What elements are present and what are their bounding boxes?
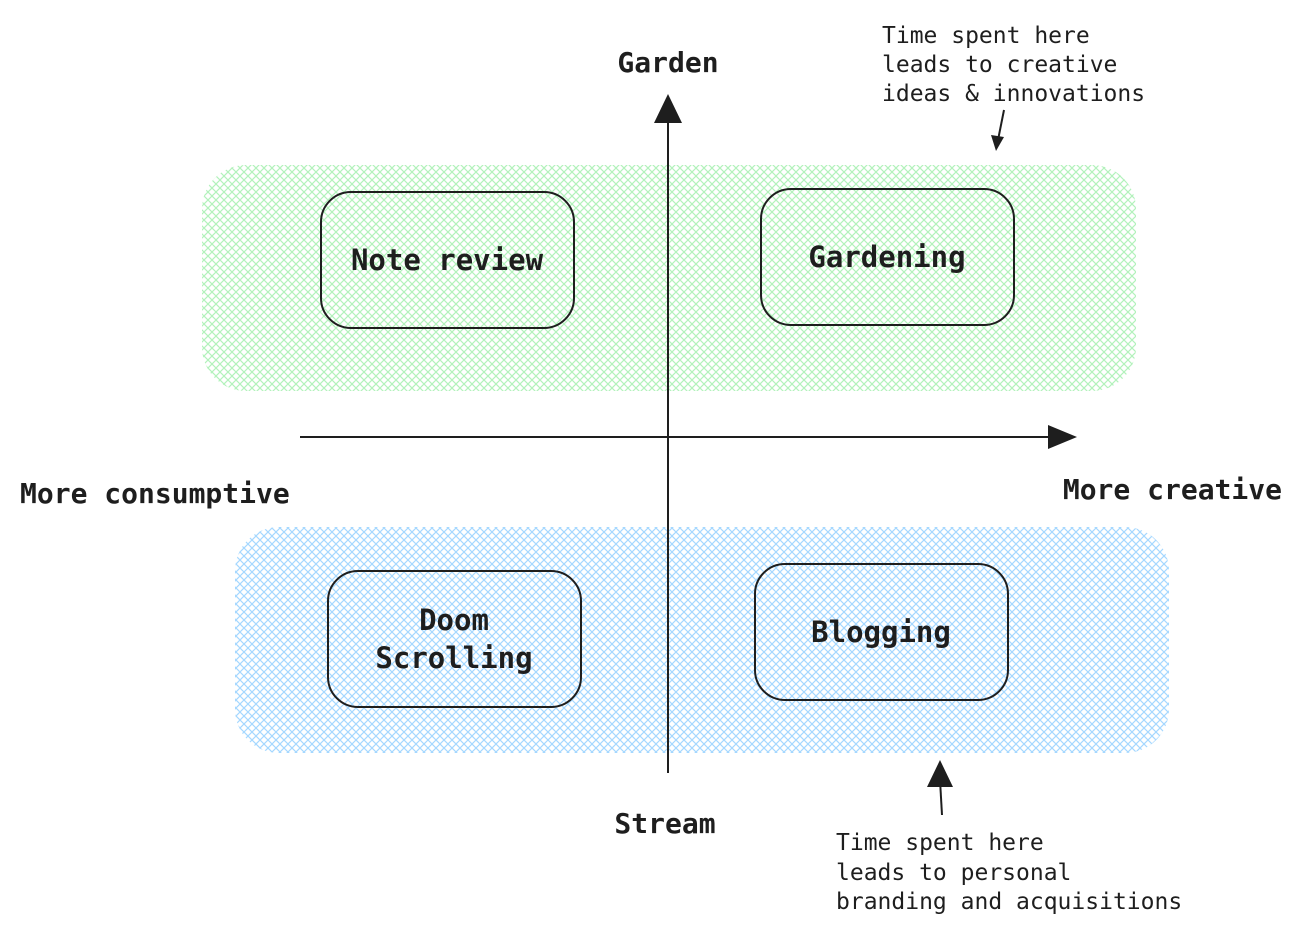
- box-label-gardening: Gardening: [808, 240, 965, 274]
- box-note-review: Note review: [320, 191, 575, 329]
- axis-label-more-creative: More creative: [1063, 473, 1282, 506]
- annotation-top-arrow-line: [997, 109, 1005, 141]
- box-label-scrolling: Scrolling: [375, 641, 532, 675]
- axis-label-stream: Stream: [614, 807, 715, 840]
- annotation-bottom-line3: branding and acquisitions: [836, 889, 1182, 915]
- box-blogging: Blogging: [754, 563, 1009, 701]
- axis-label-more-consumptive: More consumptive: [20, 477, 290, 510]
- horizontal-axis-arrowhead: [1048, 425, 1077, 449]
- annotation-top-line2: leads to creative: [882, 52, 1117, 78]
- box-gardening: Gardening: [760, 188, 1015, 326]
- annotation-top-arrowhead: [991, 135, 1004, 151]
- annotation-bottom-line1: Time spent here: [836, 830, 1044, 856]
- annotation-top-line3: ideas & innovations: [882, 81, 1145, 107]
- box-label-blogging: Blogging: [811, 615, 951, 649]
- annotation-bottom: Time spent here leads to personal brandi…: [836, 760, 1182, 915]
- annotation-bottom-arrowhead: [927, 760, 953, 787]
- axis-label-garden: Garden: [617, 46, 718, 79]
- vertical-axis-arrowhead: [654, 94, 682, 123]
- box-label-note-review: Note review: [351, 243, 544, 277]
- annotation-top-line1: Time spent here: [882, 23, 1090, 49]
- annotation-top: Time spent here leads to creative ideas …: [882, 23, 1145, 151]
- box-doom-scrolling: Doom Scrolling: [327, 570, 582, 708]
- box-label-doom: Doom: [419, 603, 489, 637]
- stream-zone: [235, 527, 1169, 753]
- annotation-bottom-line2: leads to personal: [836, 860, 1071, 886]
